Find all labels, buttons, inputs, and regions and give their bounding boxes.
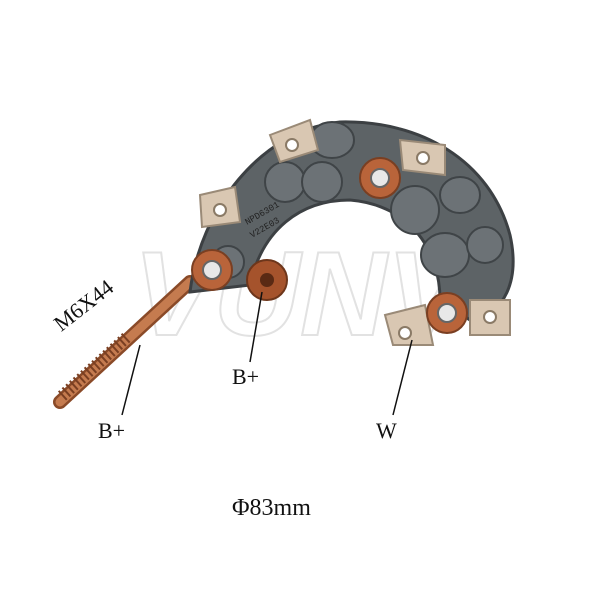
b-plus-mid-label: B+ bbox=[232, 364, 260, 389]
threaded-bolt bbox=[53, 275, 197, 409]
leader-lines bbox=[121, 291, 413, 416]
b-plus-left-label: B+ bbox=[98, 418, 126, 443]
w-terminal-label: W bbox=[376, 418, 397, 443]
diameter-label: Φ83mm bbox=[232, 495, 311, 521]
copper-terminals bbox=[191, 157, 468, 334]
